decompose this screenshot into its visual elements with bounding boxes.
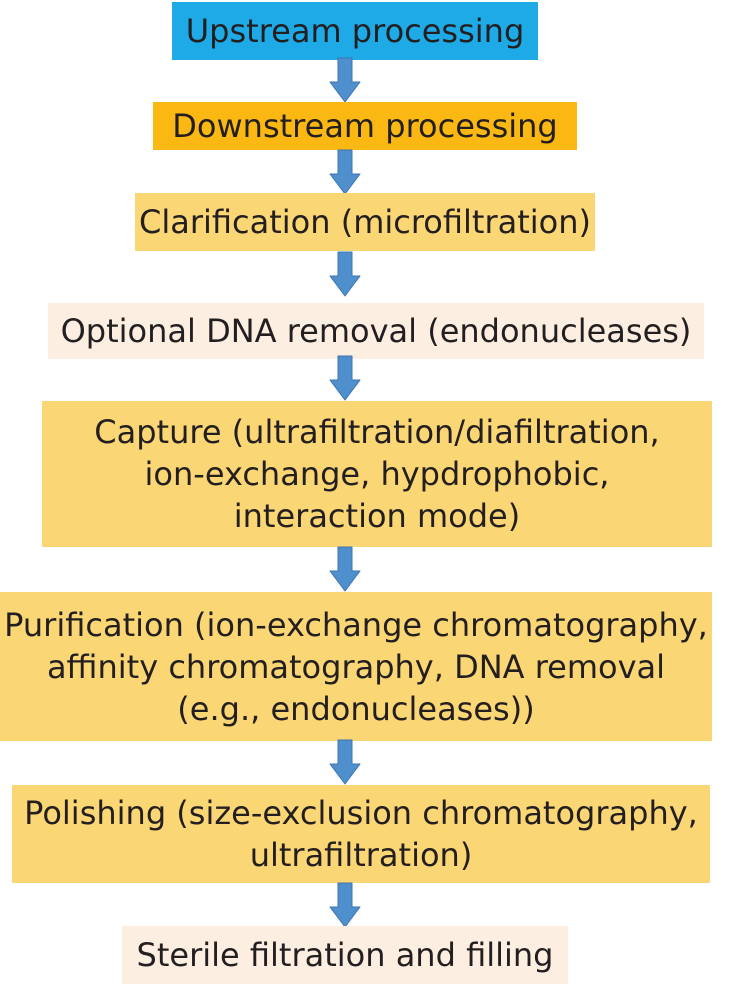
step-sterile-filtration: Sterile filtration and filling [122, 926, 568, 984]
step-sterile-label: Sterile filtration and filling [136, 936, 554, 974]
step-polishing-line-1: Polishing (size-exclusion chromatography… [24, 794, 698, 832]
step-capture-line-2: ion-exchange, hypdrophobic, [144, 455, 610, 493]
step-purification: Purification (ion-exchange chromatograph… [0, 592, 712, 741]
step-upstream-processing: Upstream processing [172, 2, 538, 60]
step-capture-line-1: Capture (ultrafiltration/diafiltration, [94, 413, 660, 451]
step-optional-dna-label: Optional DNA removal (endonucleases) [60, 312, 692, 350]
step-optional-dna-removal: Optional DNA removal (endonucleases) [48, 303, 704, 359]
arrow-down-icon [329, 739, 361, 785]
step-upstream-label: Upstream processing [185, 12, 525, 50]
step-purification-line-2: affinity chromatography, DNA removal [46, 647, 666, 686]
step-clarification: Clarification (microfiltration) [135, 193, 595, 251]
step-purification-line-1: Purification (ion-exchange chromatograph… [4, 605, 708, 644]
step-capture-line-3: interaction mode) [233, 497, 521, 535]
arrow-down-icon [329, 546, 361, 592]
arrow-down-icon [329, 57, 361, 103]
step-downstream-processing: Downstream processing [153, 102, 577, 150]
arrow-down-icon [329, 251, 361, 297]
arrow-down-icon [329, 149, 361, 195]
step-polishing-line-2: ultrafiltration) [249, 836, 473, 874]
step-clarification-label: Clarification (microfiltration) [138, 203, 592, 241]
arrow-down-icon [329, 882, 361, 928]
step-purification-line-3: (e.g., endonucleases)) [177, 689, 535, 728]
step-polishing: Polishing (size-exclusion chromatography… [12, 785, 710, 883]
step-capture: Capture (ultrafiltration/diafiltration, … [42, 401, 712, 547]
step-downstream-label: Downstream processing [172, 107, 558, 145]
arrow-down-icon [329, 355, 361, 401]
